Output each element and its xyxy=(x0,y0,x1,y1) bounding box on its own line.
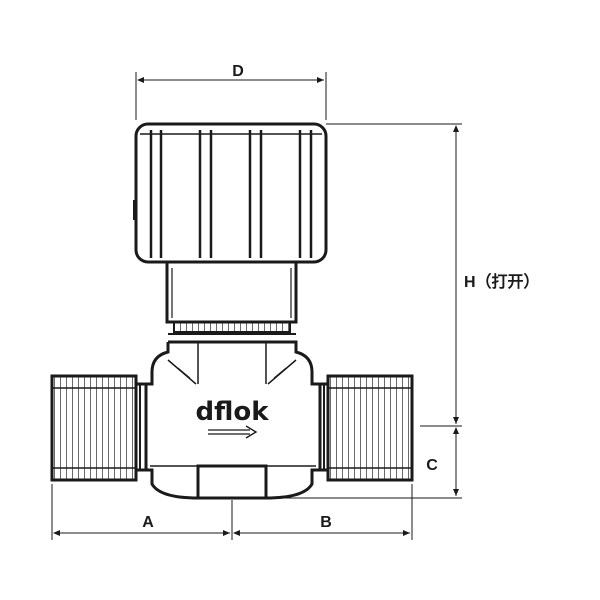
knob xyxy=(133,122,328,264)
brand-label: dflok xyxy=(195,397,269,427)
bonnet xyxy=(165,262,298,335)
left-threaded-port xyxy=(50,374,146,482)
dimension-d: D xyxy=(135,63,327,120)
knob-grip-lines xyxy=(149,130,313,258)
dimension-h: H（打开） xyxy=(326,123,540,427)
dimension-ab: A B xyxy=(51,484,413,540)
dimension-c-label: C xyxy=(426,457,438,474)
flow-arrow-icon xyxy=(208,425,258,439)
dimension-h-label: H（打开） xyxy=(464,272,540,291)
dimension-d-label: D xyxy=(232,63,244,80)
right-threaded-port xyxy=(320,374,414,482)
dimension-b-label: B xyxy=(320,514,332,531)
dimension-c: C xyxy=(232,427,462,499)
dimension-a-label: A xyxy=(142,514,154,531)
